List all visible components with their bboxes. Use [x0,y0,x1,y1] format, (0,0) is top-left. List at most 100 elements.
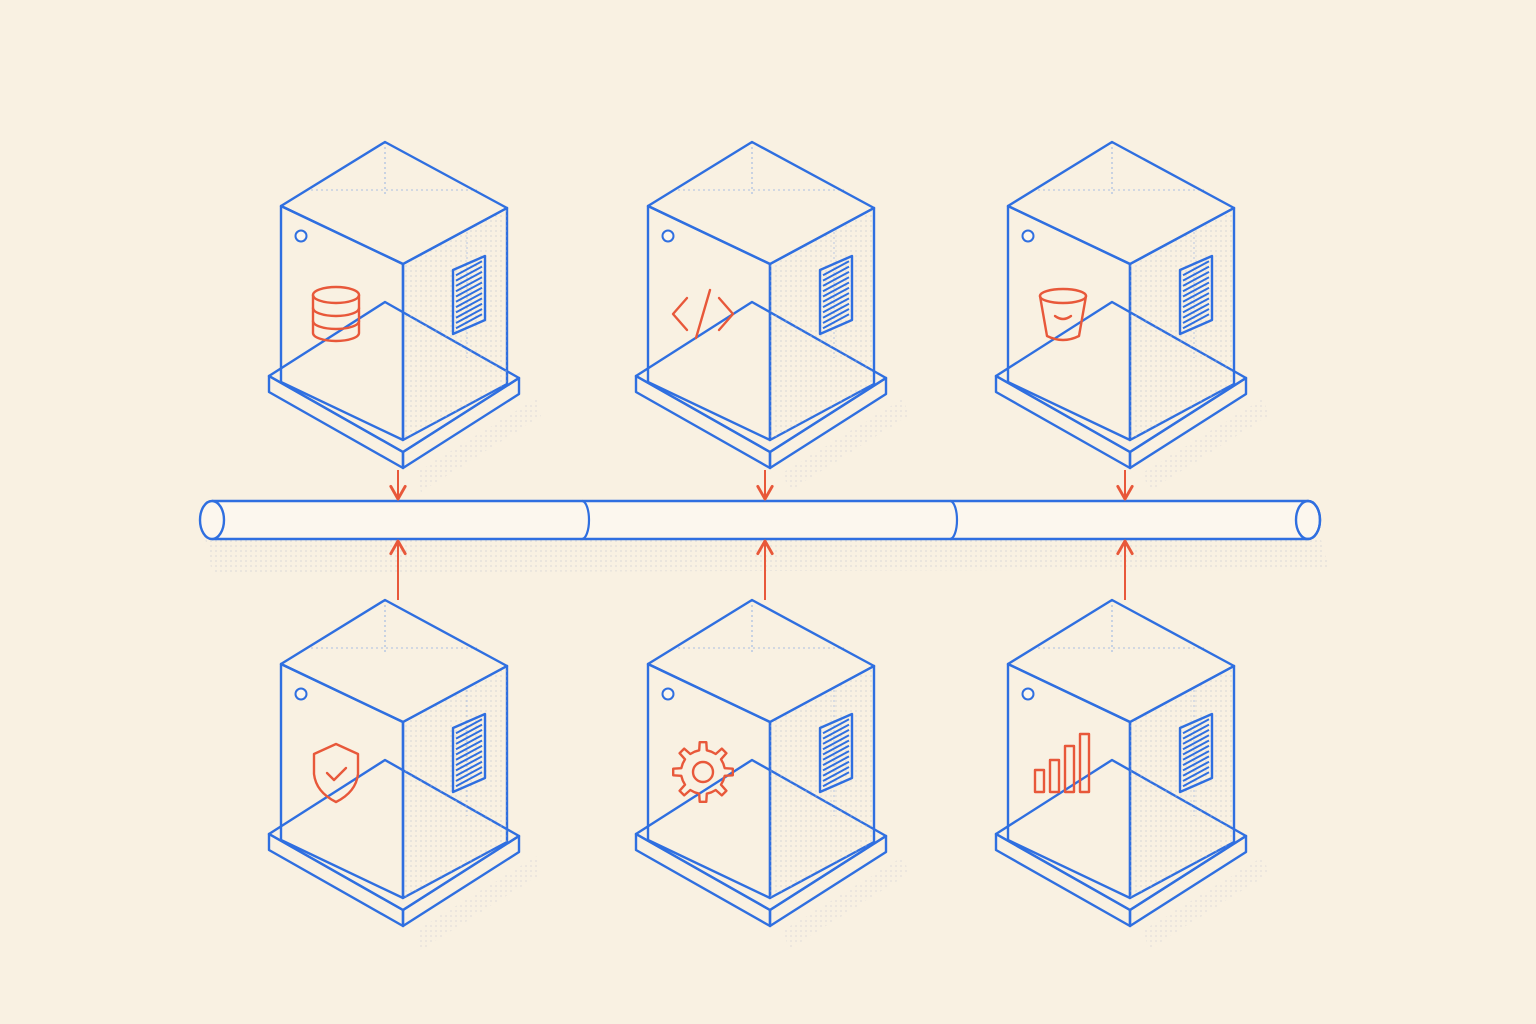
plinth-right [1128,834,1248,928]
vent-slat [1182,729,1210,745]
bus-joint-1 [581,499,591,541]
gear-icon [672,741,734,803]
vent-grille-icon [451,712,487,794]
bar-2 [1048,758,1061,794]
vent-slat [1182,286,1210,303]
database-top [311,285,361,305]
plinth-left [267,374,405,470]
plinth-shadow [784,856,908,950]
vent-slat [455,723,483,740]
cube-top-face [1006,140,1236,266]
vent-grille-icon [1178,254,1214,336]
vent-slat [822,750,850,766]
bar-1 [1033,768,1046,794]
vent-slat [455,313,483,330]
vent-slat [1182,302,1210,319]
gear-outline [672,741,734,803]
plinth-right [401,376,521,470]
vent-slat [822,718,850,735]
vent-slat [1182,734,1210,751]
status-light-icon [294,687,308,701]
vent-slat [455,276,483,293]
plinth-right [768,376,888,470]
vent-slat [1182,265,1210,282]
server-node-bottom-right [994,598,1268,950]
vent-slat [1182,276,1210,293]
server-node-bottom-left [267,598,541,950]
gear-hub [691,760,715,784]
plinth-left [994,374,1132,470]
vent-slat [822,755,850,772]
vent-slat [822,771,850,788]
vent-slat [1182,750,1210,766]
status-light-icon [294,229,308,243]
vent-slat [455,755,483,772]
vent-slat [822,313,850,330]
vent-slat [822,286,850,303]
plinth-shadow [417,398,541,492]
cube-top-face [279,598,509,724]
vent-slat [455,760,483,777]
vent-slat [822,271,850,287]
cube-side-shade [1130,666,1234,898]
cube-top-face [646,598,876,724]
vent-slat [1182,292,1210,308]
vent-slat [455,744,483,761]
vent-slat [455,286,483,303]
vent-slat [822,265,850,282]
vent-slat [455,281,483,298]
vent-frame [451,254,487,336]
vent-slat [822,281,850,298]
nodes-layer [267,140,1268,950]
vent-grille-icon [818,254,854,336]
cube-top-face [646,140,876,266]
bar-3 [1063,744,1076,794]
plinth-right [768,834,888,928]
vent-slat [822,760,850,777]
cube-top-face [279,140,509,266]
plinth-shadow [1144,398,1268,492]
vent-frame [818,712,854,794]
bus-body [212,499,1322,541]
cube-side-shade [1130,208,1234,440]
vent-slat [1182,744,1210,761]
bus-shadow [205,537,1330,572]
vent-slat [822,739,850,756]
vent-slat [1182,739,1210,756]
shield-check [325,766,348,782]
vent-slat [455,729,483,745]
vent-slat [822,292,850,308]
code-icon [671,288,735,340]
code-slash [694,288,712,340]
vent-slat [1182,297,1210,314]
shield-check-icon [312,742,360,804]
bar-4 [1078,732,1091,794]
bucket-rim [1038,287,1088,305]
vent-frame [1178,254,1214,336]
vent-slat [822,302,850,319]
vent-frame [451,712,487,794]
vent-slat [822,276,850,293]
vent-slat [822,734,850,751]
status-light-icon [661,229,675,243]
plinth-left [994,832,1132,928]
vent-slat [1182,766,1210,782]
vent-slat [1182,755,1210,772]
database-ring-2 [311,319,361,331]
plinth-shadow [1144,856,1268,950]
bucket-smile [1053,314,1073,321]
code-bracket-left [671,296,689,332]
vent-slat [1182,718,1210,735]
plinth-right [1128,376,1248,470]
shield-outline [312,742,360,804]
plinth-shadow [417,856,541,950]
vent-slat [822,308,850,324]
vent-slat [455,271,483,287]
vent-slat [1182,260,1210,277]
vent-grille-icon [1178,712,1214,794]
vent-slat [822,766,850,782]
cube-side-shade [403,208,507,440]
vent-slat [455,766,483,782]
vent-slat [455,260,483,277]
